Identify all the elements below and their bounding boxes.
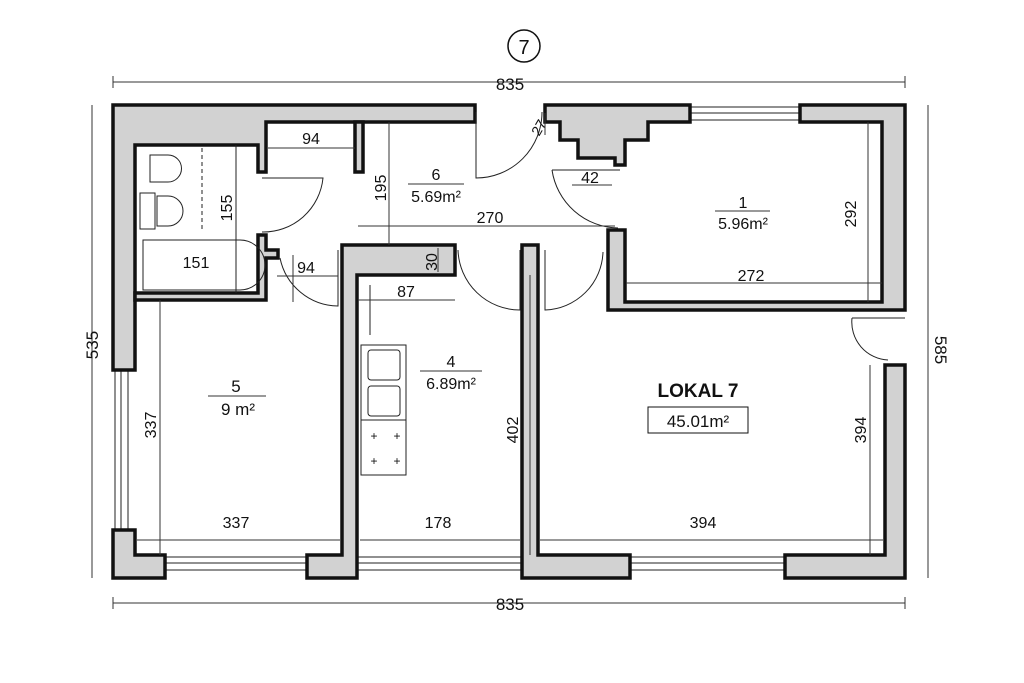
room-5-label: 5 9 m² (208, 377, 266, 419)
svg-text:4: 4 (447, 354, 456, 371)
kitchen-fixtures: + + + + (360, 285, 407, 476)
unit-label: LOKAL 7 45.01m² (647, 381, 749, 434)
svg-text:6: 6 (432, 167, 441, 184)
room-6-label: 6 5.69m² (408, 167, 464, 206)
dim-bottom-total: 835 (496, 595, 524, 614)
doors (261, 111, 905, 361)
dim-394-vertical: 394 (853, 417, 870, 444)
svg-text:+: + (393, 454, 400, 468)
dim-87: 87 (397, 284, 415, 301)
dim-337-vertical: 337 (143, 412, 160, 439)
dim-272: 272 (738, 268, 765, 285)
dim-94-top: 94 (302, 131, 320, 148)
dim-top-total: 835 (496, 75, 524, 94)
plan-number-circle (507, 29, 541, 63)
inner-dimension-lines (137, 113, 883, 555)
svg-text:+: + (370, 454, 377, 468)
bathroom-fixtures (139, 145, 266, 293)
svg-text:9 m²: 9 m² (221, 400, 255, 419)
unit-area: 45.01m² (667, 412, 730, 431)
plan-number: 7 (518, 37, 529, 59)
svg-text:5.96m²: 5.96m² (718, 216, 768, 233)
dim-155: 155 (219, 195, 236, 222)
svg-text:5: 5 (231, 377, 240, 396)
svg-text:1: 1 (739, 195, 748, 212)
dim-30: 30 (424, 253, 441, 271)
windows (114, 106, 801, 571)
dim-270: 270 (477, 210, 504, 227)
dim-42: 42 (581, 170, 599, 187)
room-1-label: 1 5.96m² (715, 195, 770, 233)
dim-27: 27 (528, 117, 550, 139)
dim-right-total: 585 (931, 336, 950, 364)
svg-text:6.89m²: 6.89m² (426, 376, 476, 393)
dim-left-total: 535 (83, 331, 102, 359)
walls (111, 103, 907, 580)
dim-94-low: 94 (297, 260, 315, 277)
dim-195: 195 (373, 175, 390, 202)
dim-394-horizontal: 394 (690, 515, 717, 532)
dim-151: 151 (183, 255, 210, 272)
unit-name: LOKAL 7 (658, 381, 739, 402)
svg-text:+: + (393, 429, 400, 443)
dim-337-horizontal: 337 (223, 515, 250, 532)
svg-text:+: + (370, 429, 377, 443)
room-4-label: 4 6.89m² (420, 354, 482, 393)
overall-dimensions: 835 835 535 585 (83, 75, 950, 614)
dim-402: 402 (505, 417, 522, 444)
dim-292: 292 (843, 201, 860, 228)
dim-178: 178 (425, 515, 452, 532)
svg-text:5.69m²: 5.69m² (411, 189, 461, 206)
